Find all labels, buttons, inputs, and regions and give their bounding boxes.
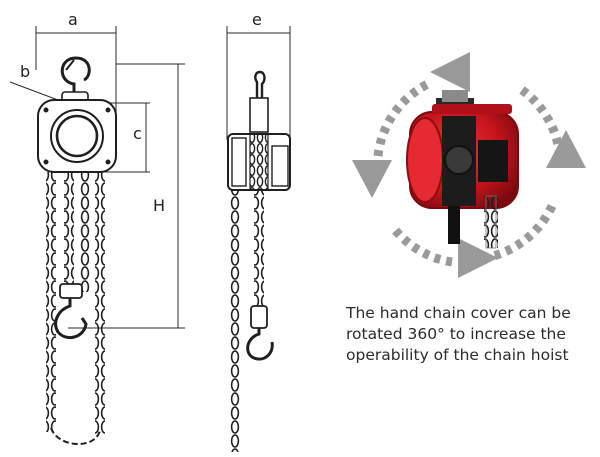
front-hand-chain-right xyxy=(95,172,105,434)
rotate-360-icon xyxy=(373,77,565,267)
side-top-hook xyxy=(254,70,266,100)
front-top-hook xyxy=(60,56,91,96)
side-load-chain xyxy=(254,190,264,310)
dimension-b-leader xyxy=(9,81,59,101)
red-hoist-load-chain xyxy=(448,206,460,244)
arrow-bottom-right xyxy=(458,238,498,278)
rotating-hoist-illustration xyxy=(352,52,586,278)
dimension-c-label: c xyxy=(133,124,142,143)
arrow-left-down xyxy=(352,160,392,198)
red-hoist-hand-chain xyxy=(484,196,498,248)
dimension-e xyxy=(226,26,291,140)
front-view xyxy=(9,26,185,445)
dimension-h xyxy=(68,63,185,329)
front-hand-chain-left xyxy=(46,172,56,432)
front-load-chain-2 xyxy=(80,172,90,292)
arrow-right-up xyxy=(546,130,586,168)
front-lower-block xyxy=(59,283,83,299)
side-view xyxy=(226,26,291,452)
side-bottom-hook xyxy=(246,328,274,361)
caption-line-2: rotated 360° to increase the xyxy=(346,325,566,343)
dimension-h-label: H xyxy=(153,196,166,215)
front-chain-loop xyxy=(50,427,101,445)
dimension-a xyxy=(35,26,117,112)
arrow-top-left xyxy=(430,52,470,92)
dimension-e-label: e xyxy=(252,10,262,29)
dimension-a-label: a xyxy=(68,10,78,29)
dimension-b-label: b xyxy=(20,62,31,81)
rotation-arrowheads xyxy=(352,52,586,278)
side-hand-chain xyxy=(230,190,240,452)
front-bottom-hook xyxy=(54,298,88,340)
caption-line-3: operability of the chain hoist xyxy=(346,346,569,364)
rotation-caption: The hand chain cover can be rotated 360°… xyxy=(346,303,596,366)
front-load-chain-1 xyxy=(64,172,74,292)
caption-line-1: The hand chain cover can be xyxy=(346,304,571,322)
side-lower-block xyxy=(250,305,268,329)
